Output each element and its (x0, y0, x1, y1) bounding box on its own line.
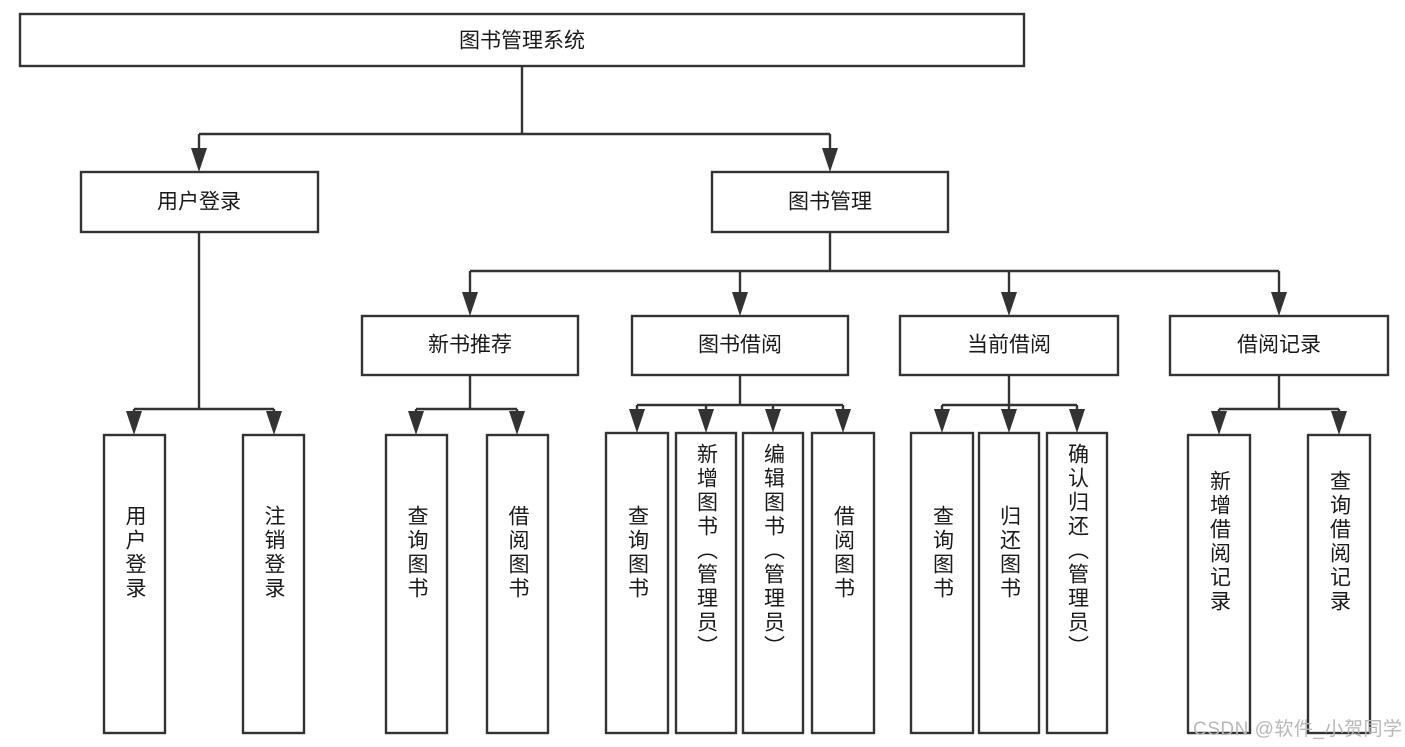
node-leaf-cur-return[interactable] (977, 431, 1041, 735)
arrow-head-user-login (191, 148, 207, 172)
node-book-mgmt-label: 图书管理 (788, 191, 872, 214)
arrow-head-leaf-borrow-add (698, 409, 714, 433)
node-book-mgmt[interactable] (710, 170, 950, 234)
arrow-head-leaf-borrow-query (629, 409, 645, 433)
node-borrow-record-label: 借阅记录 (1237, 334, 1321, 357)
arrow-head-new-book-rec (462, 292, 478, 316)
connector-group-root (191, 66, 838, 172)
arrow-head-current-borrow (1001, 292, 1017, 316)
connector-group-user-login (126, 232, 282, 435)
node-leaf-borrow-edit[interactable] (741, 431, 805, 735)
arrow-head-leaf-borrow-lend (835, 409, 851, 433)
arrow-head-leaf-rec-query-log (1331, 411, 1347, 435)
node-new-book-rec[interactable] (360, 314, 580, 377)
node-leaf-rec-borrow[interactable] (485, 433, 550, 735)
node-leaf-user-login[interactable] (102, 433, 167, 735)
arrow-head-leaf-cur-return (1001, 409, 1017, 433)
node-leaf-borrow-lend[interactable] (810, 431, 876, 735)
arrow-head-leaf-borrow-edit (765, 409, 781, 433)
node-root[interactable] (18, 12, 1026, 68)
arrow-head-leaf-rec-add (1211, 411, 1227, 435)
connector-group-current-borrow (934, 375, 1085, 433)
arrow-head-leaf-rec-borrow (509, 411, 525, 435)
arrow-head-book-mgmt (822, 148, 838, 172)
node-leaf-cur-confirm[interactable] (1045, 431, 1109, 735)
csdn-watermark: CSDN @软件_小贺同学 (1193, 719, 1403, 740)
node-leaf-cur-query[interactable] (909, 431, 975, 735)
arrow-head-leaf-rec-query (408, 411, 424, 435)
node-user-login[interactable] (79, 170, 320, 234)
node-new-book-rec-label: 新书推荐 (428, 334, 512, 357)
node-root-label: 图书管理系统 (459, 30, 585, 53)
node-current-borrow[interactable] (898, 314, 1120, 377)
node-current-borrow-label: 当前借阅 (967, 334, 1051, 357)
arrow-head-borrow-record (1271, 292, 1287, 316)
node-leaf-rec-add[interactable] (1186, 433, 1252, 735)
arrow-head-leaf-cur-confirm (1069, 409, 1085, 433)
arrow-head-book-borrow (732, 292, 748, 316)
node-book-borrow[interactable] (630, 314, 850, 377)
connector-group-book-mgmt (462, 232, 1287, 316)
node-user-login-label: 用户登录 (157, 191, 241, 214)
node-leaf-borrow-query[interactable] (604, 431, 670, 735)
arrow-head-leaf-user-logout (266, 411, 282, 435)
arrow-head-leaf-cur-query (934, 409, 950, 433)
node-leaf-rec-query-log[interactable] (1306, 433, 1372, 735)
connector-group-new-book-rec (408, 375, 525, 435)
arrow-head-leaf-user-login (126, 411, 142, 435)
node-leaf-user-logout[interactable] (241, 433, 306, 735)
node-leaf-rec-query[interactable] (384, 433, 449, 735)
node-book-borrow-label: 图书借阅 (698, 334, 782, 357)
node-borrow-record[interactable] (1168, 314, 1390, 377)
node-leaf-borrow-add[interactable] (674, 431, 738, 735)
connector-group-book-borrow (629, 375, 851, 433)
connector-group-borrow-record (1211, 375, 1347, 435)
